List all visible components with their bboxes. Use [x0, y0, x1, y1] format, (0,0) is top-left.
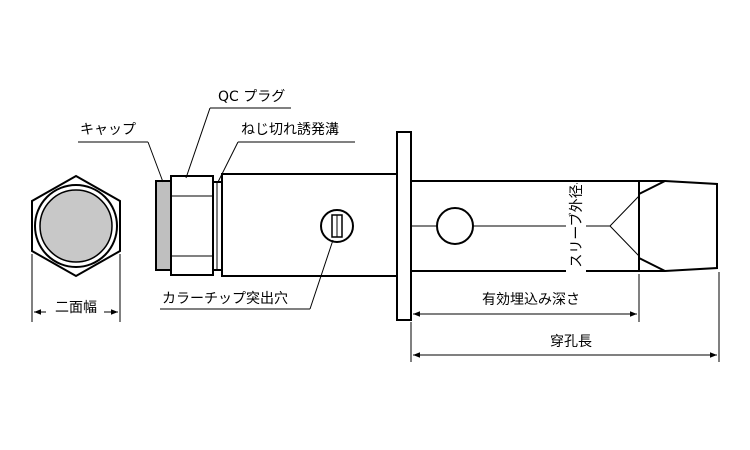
- hex-nut-end-view: [31, 174, 121, 278]
- width-across-flats-label: 二面幅: [55, 300, 97, 316]
- color-chip-hole-callout: カラーチップ突出穴: [160, 239, 334, 310]
- expansion-cone: [609, 180, 718, 272]
- qc-plug: [170, 175, 214, 276]
- drill-hole-length-dimension: 穿孔長: [410, 272, 720, 362]
- color-chip-hole-label: カラーチップ突出穴: [162, 291, 288, 307]
- sleeve-exposed: [221, 173, 398, 277]
- cap-label: キャップ: [80, 122, 136, 138]
- bolt-thread-section: [212, 181, 223, 271]
- thread-groove-callout: ねじ切れ誘発溝: [217, 122, 355, 183]
- color-chip-hole: [320, 209, 354, 243]
- sleeve-outer-diameter-dimension: スリーブ外径: [566, 183, 586, 274]
- width-across-flats-dimension: 二面幅: [31, 254, 121, 322]
- cap-callout: キャップ: [78, 122, 164, 183]
- drill-hole-length-label: 穿孔長: [550, 334, 592, 350]
- qc-plug-callout: QC プラグ: [185, 89, 291, 179]
- thread-groove-label: ねじ切れ誘発溝: [241, 122, 339, 138]
- qc-plug-label: QC プラグ: [218, 89, 285, 105]
- flange: [396, 131, 412, 321]
- embedment-depth-dimension: 有効埋込み深さ: [413, 274, 640, 322]
- sleeve-embedded: [410, 180, 640, 272]
- cap: [155, 180, 172, 271]
- sleeve-outer-diameter-label: スリーブ外径: [568, 184, 585, 267]
- embedment-depth-label: 有効埋込み深さ: [482, 292, 580, 308]
